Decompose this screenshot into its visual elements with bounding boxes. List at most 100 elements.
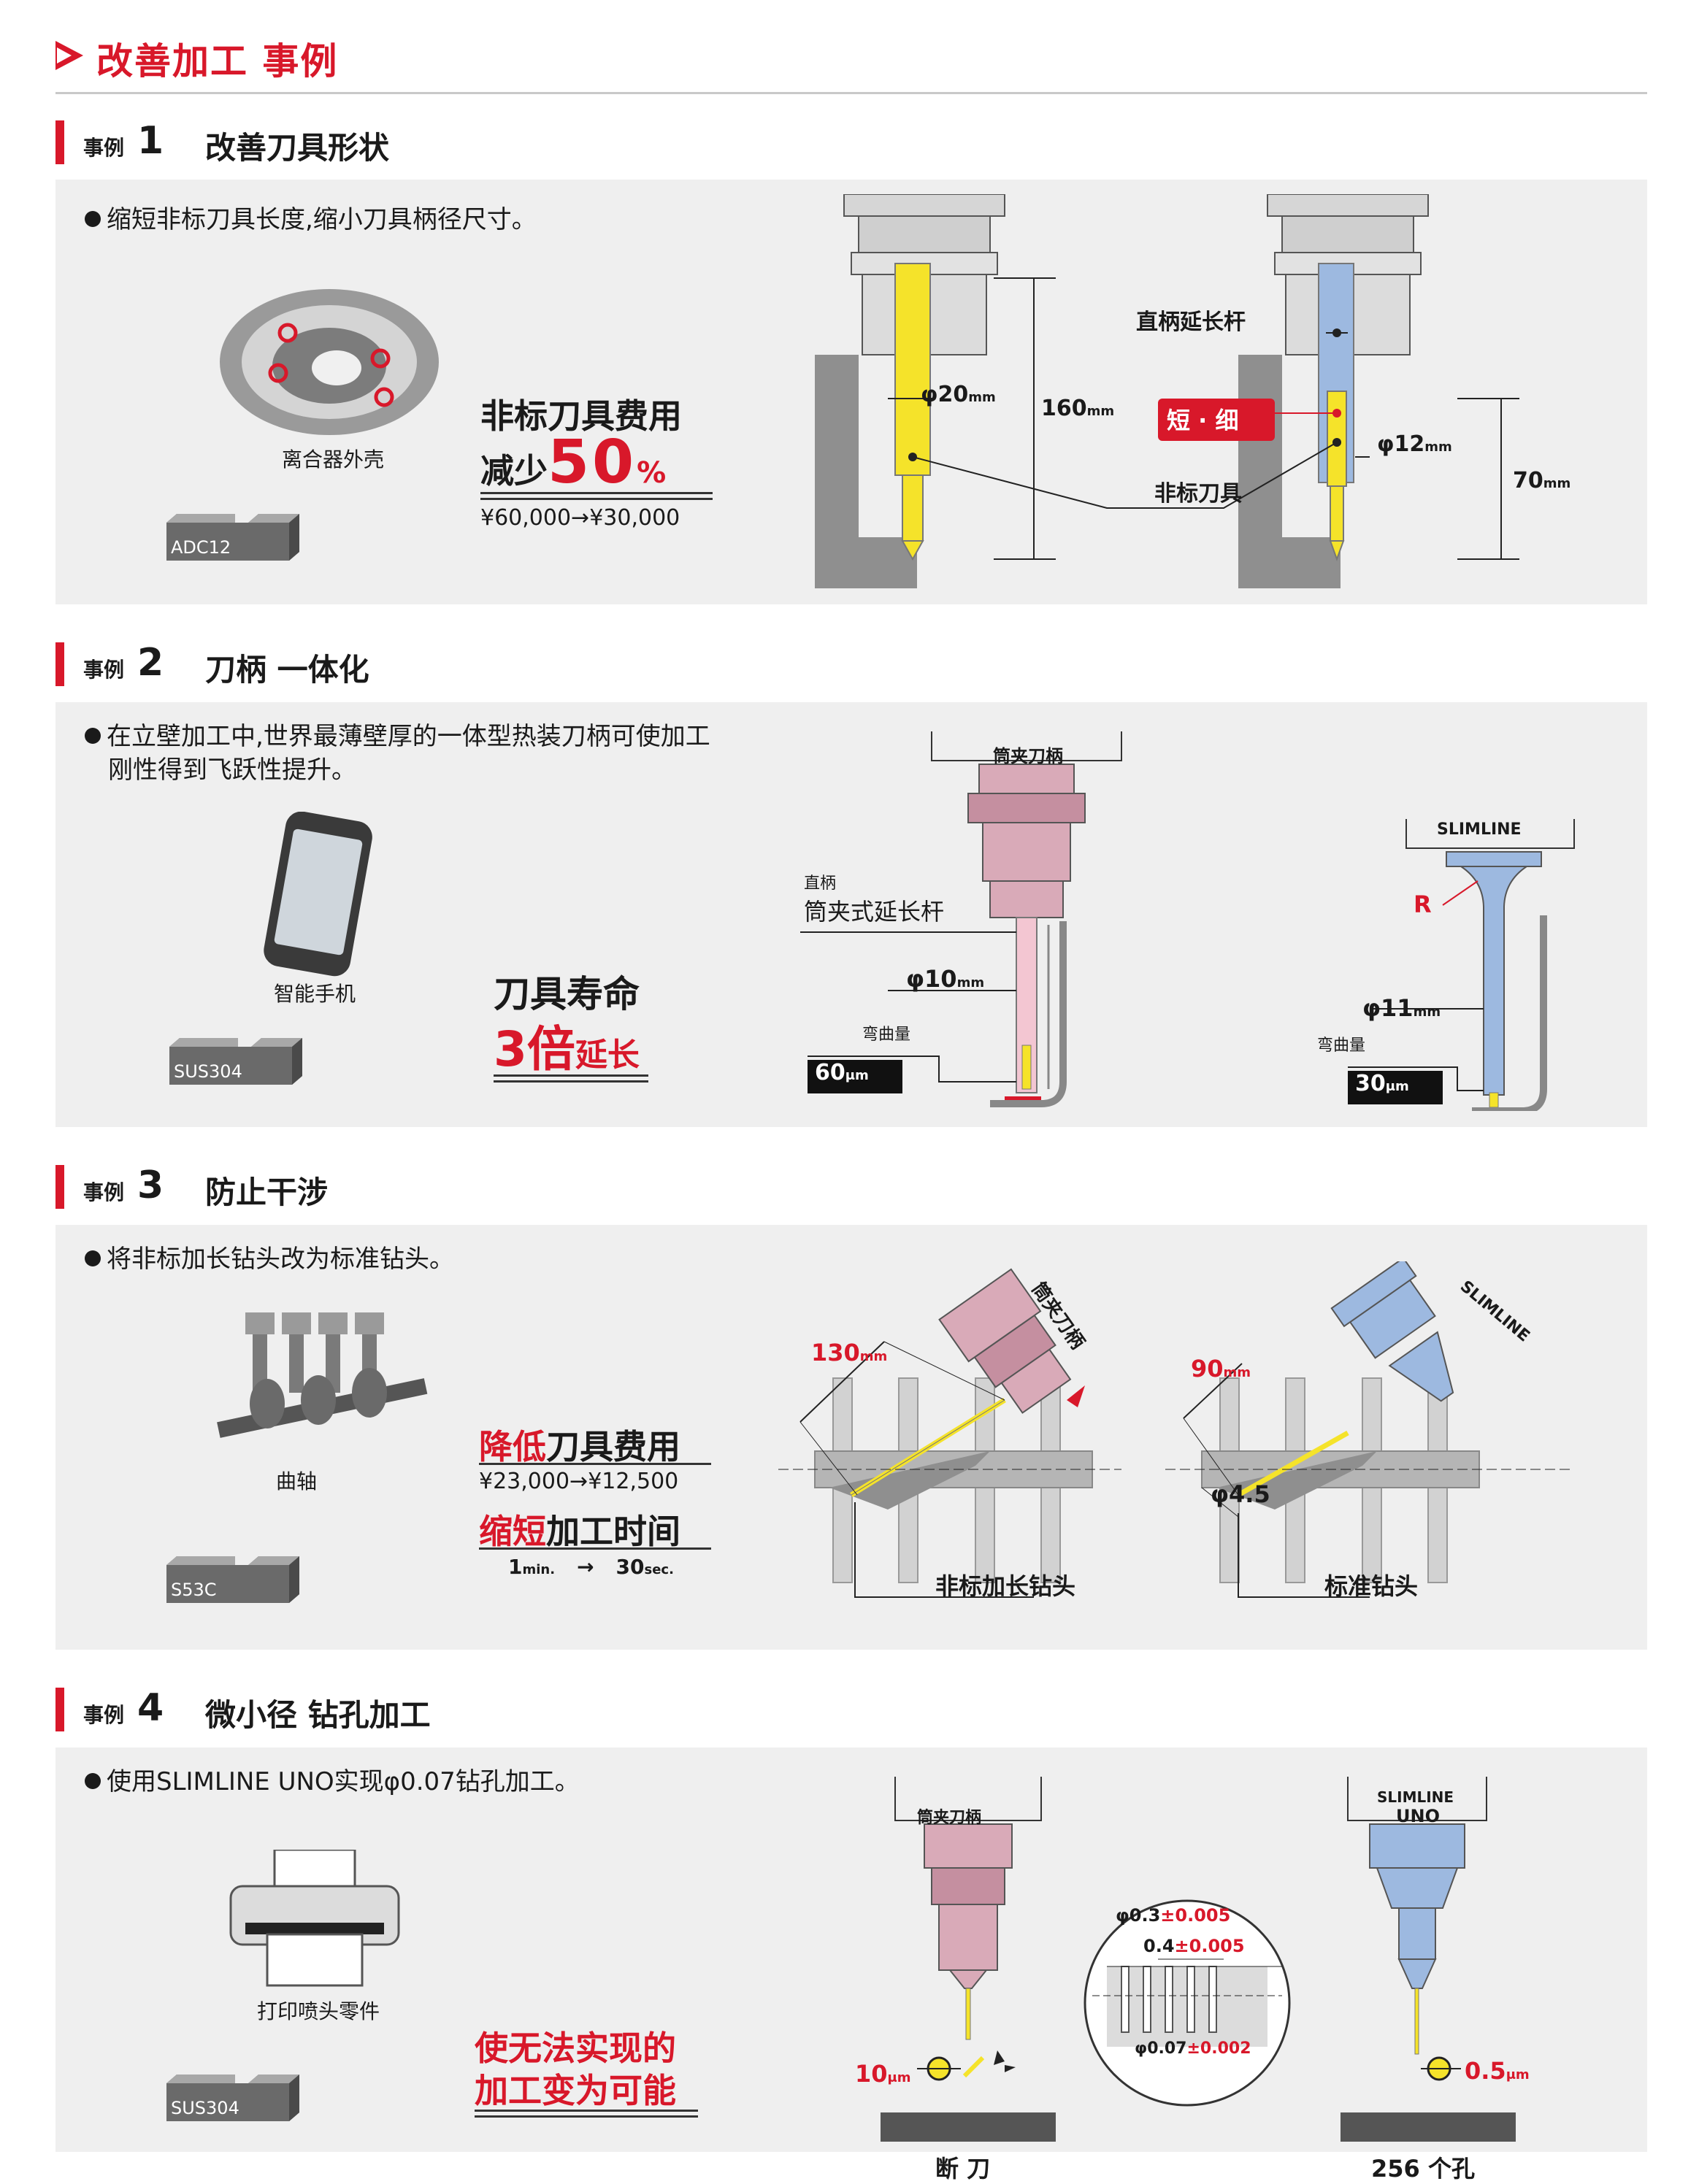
left-ext-label: 筒夹式延长杆 xyxy=(804,898,945,926)
right-d-value: φ4.5 xyxy=(1211,1480,1270,1508)
effect-line1: 刀具寿命 xyxy=(494,973,640,1015)
left-runout: 10μm xyxy=(855,2060,911,2088)
case-bullet: 在立壁加工中,世界最薄壁厚的一体型热装刀柄可使加工 xyxy=(85,720,710,753)
effect-line2: 缩短加工时间 xyxy=(479,1512,680,1551)
price-change: ¥23,000→¥12,500 xyxy=(479,1469,679,1494)
case-number: 4 xyxy=(137,1686,164,1730)
case-title: 防止干涉 xyxy=(205,1174,329,1210)
len2-value: 70mm xyxy=(1513,468,1571,493)
case-label: 事例 xyxy=(83,1180,125,1204)
case-label: 事例 xyxy=(83,658,125,682)
case-4-panel: 使用SLIMLINE UNO实现φ0.07钻孔加工。 打印喷头零件 SUS304… xyxy=(55,1747,1647,2183)
material-block: SUS304 xyxy=(169,1032,302,1085)
right-deflect-value: 30μm xyxy=(1355,1071,1409,1096)
case-title: 改善刀具形状 xyxy=(205,130,390,166)
case-bullet-line2: 刚性得到飞跃性提升。 xyxy=(108,755,356,785)
case-1-panel: 缩短非标刀具长度,缩小刀具柄径尺寸。 离合器外壳 ADC12 非标刀具费用 减少… xyxy=(55,180,1647,604)
tool-label: 非标刀具 xyxy=(1154,481,1242,507)
left-drill-label: 非标加长钻头 xyxy=(935,1572,1076,1600)
r-label: R xyxy=(1414,891,1432,918)
bullet-dot-icon xyxy=(85,211,101,227)
case-4-diagram xyxy=(881,1777,1516,2142)
page-title: 改善加工 事例 xyxy=(96,40,339,82)
effect-underline xyxy=(475,2110,698,2112)
case-3-diagram xyxy=(778,1261,1574,1598)
right-holder-label-1: SLIMLINE xyxy=(1377,1788,1454,1806)
case-label: 事例 xyxy=(83,1703,125,1727)
right-drill-label: 标准钻头 xyxy=(1324,1572,1419,1600)
effect-line1: 降低刀具费用 xyxy=(479,1427,680,1466)
d2-value: φ12mm xyxy=(1377,431,1452,457)
red-bar-icon xyxy=(55,120,64,164)
effect-underline-2 xyxy=(480,498,713,500)
printer-image xyxy=(229,1850,400,1987)
case-3-panel: 将非标加长钻头改为标准钻头。 曲轴 S53C 降低刀具费用 ¥23,000→¥1… xyxy=(55,1225,1647,1650)
case-2-panel: 在立壁加工中,世界最薄壁厚的一体型热装刀柄可使加工 刚性得到飞跃性提升。 智能手… xyxy=(55,702,1647,1127)
effect-underline xyxy=(479,1463,711,1465)
material-block: ADC12 xyxy=(166,508,299,561)
right-runout: 0.5μm xyxy=(1465,2057,1530,2085)
triangle-arrow-icon xyxy=(55,41,83,70)
effect-line2: 3倍延长 xyxy=(494,1021,640,1077)
material-block-icon xyxy=(166,2075,299,2121)
red-bar-icon xyxy=(55,642,64,686)
material-label: SUS304 xyxy=(171,2098,239,2118)
len1-value: 160mm xyxy=(1041,396,1115,421)
part-caption: 打印喷头零件 xyxy=(256,1999,380,2023)
left-result: 断 刀 xyxy=(935,2155,991,2183)
red-bar-icon xyxy=(55,1688,64,1731)
left-deflect-value: 60μm xyxy=(815,1060,869,1085)
material-block: S53C xyxy=(166,1550,299,1603)
material-block: SUS304 xyxy=(166,2069,299,2121)
material-label: S53C xyxy=(171,1580,217,1600)
part-caption: 离合器外壳 xyxy=(281,447,384,472)
material-label: ADC12 xyxy=(171,537,231,558)
case-number: 2 xyxy=(137,641,164,685)
left-sub-label: 直柄 xyxy=(804,874,837,893)
bullet-dot-icon xyxy=(85,728,101,744)
case-label: 事例 xyxy=(83,136,125,160)
material-block-icon xyxy=(169,1038,302,1085)
extension-label: 直柄延长杆 xyxy=(1136,309,1246,335)
deflect-label-right: 弯曲量 xyxy=(1317,1037,1366,1055)
effect-underline-2 xyxy=(475,2115,698,2118)
circle-d3: φ0.07±0.002 xyxy=(1135,2039,1251,2058)
case-number: 1 xyxy=(137,119,164,163)
circle-d1: φ0.3±0.005 xyxy=(1116,1905,1231,1926)
right-holder-label-2: UNO xyxy=(1396,1806,1440,1826)
smartphone-image xyxy=(264,812,372,977)
effect-line2: 减少50% xyxy=(480,428,667,497)
material-label: SUS304 xyxy=(174,1061,242,1082)
left-d-value: φ10mm xyxy=(906,965,985,993)
short-badge: 短 · 细 xyxy=(1167,407,1239,434)
effect-line1: 非标刀具费用 xyxy=(480,396,682,436)
right-holder-label: SLIMLINE xyxy=(1437,820,1522,839)
case-number: 3 xyxy=(137,1164,164,1207)
material-block-icon xyxy=(166,1556,299,1603)
case-title: 微小径 钻孔加工 xyxy=(205,1697,431,1733)
bullet-dot-icon xyxy=(85,1250,101,1266)
left-holder-label: 筒夹刀柄 xyxy=(917,1809,982,1827)
right-len-value: 90mm xyxy=(1191,1355,1251,1383)
effect-line2: 加工变为可能 xyxy=(475,2071,676,2110)
red-bar-icon xyxy=(55,1165,64,1209)
d1-value: φ20mm xyxy=(921,382,996,407)
clutch-housing-image xyxy=(220,289,439,435)
effect-underline xyxy=(480,492,713,494)
case-bullet: 缩短非标刀具长度,缩小刀具柄径尺寸。 xyxy=(85,203,537,237)
crankshaft-image xyxy=(217,1312,428,1438)
bullet-dot-icon xyxy=(85,1773,101,1789)
left-holder-label: 筒夹刀柄 xyxy=(993,746,1063,766)
effect-underline xyxy=(494,1074,648,1077)
page-header: 改善加工 事例 xyxy=(55,29,1647,94)
right-result: 256 个孔 xyxy=(1371,2155,1475,2183)
effect-underline-2 xyxy=(479,1547,711,1550)
effect-line1: 使无法实现的 xyxy=(475,2029,676,2068)
case-bullet: 使用SLIMLINE UNO实现φ0.07钻孔加工。 xyxy=(85,1765,580,1799)
part-caption: 智能手机 xyxy=(273,982,356,1006)
case-2-diagram xyxy=(800,731,1575,1111)
deflect-label: 弯曲量 xyxy=(862,1026,911,1044)
case-bullet: 将非标加长钻头改为标准钻头。 xyxy=(85,1242,454,1276)
circle-d2: 0.4±0.005 xyxy=(1143,1936,1245,1956)
effect-underline-2 xyxy=(494,1080,648,1083)
